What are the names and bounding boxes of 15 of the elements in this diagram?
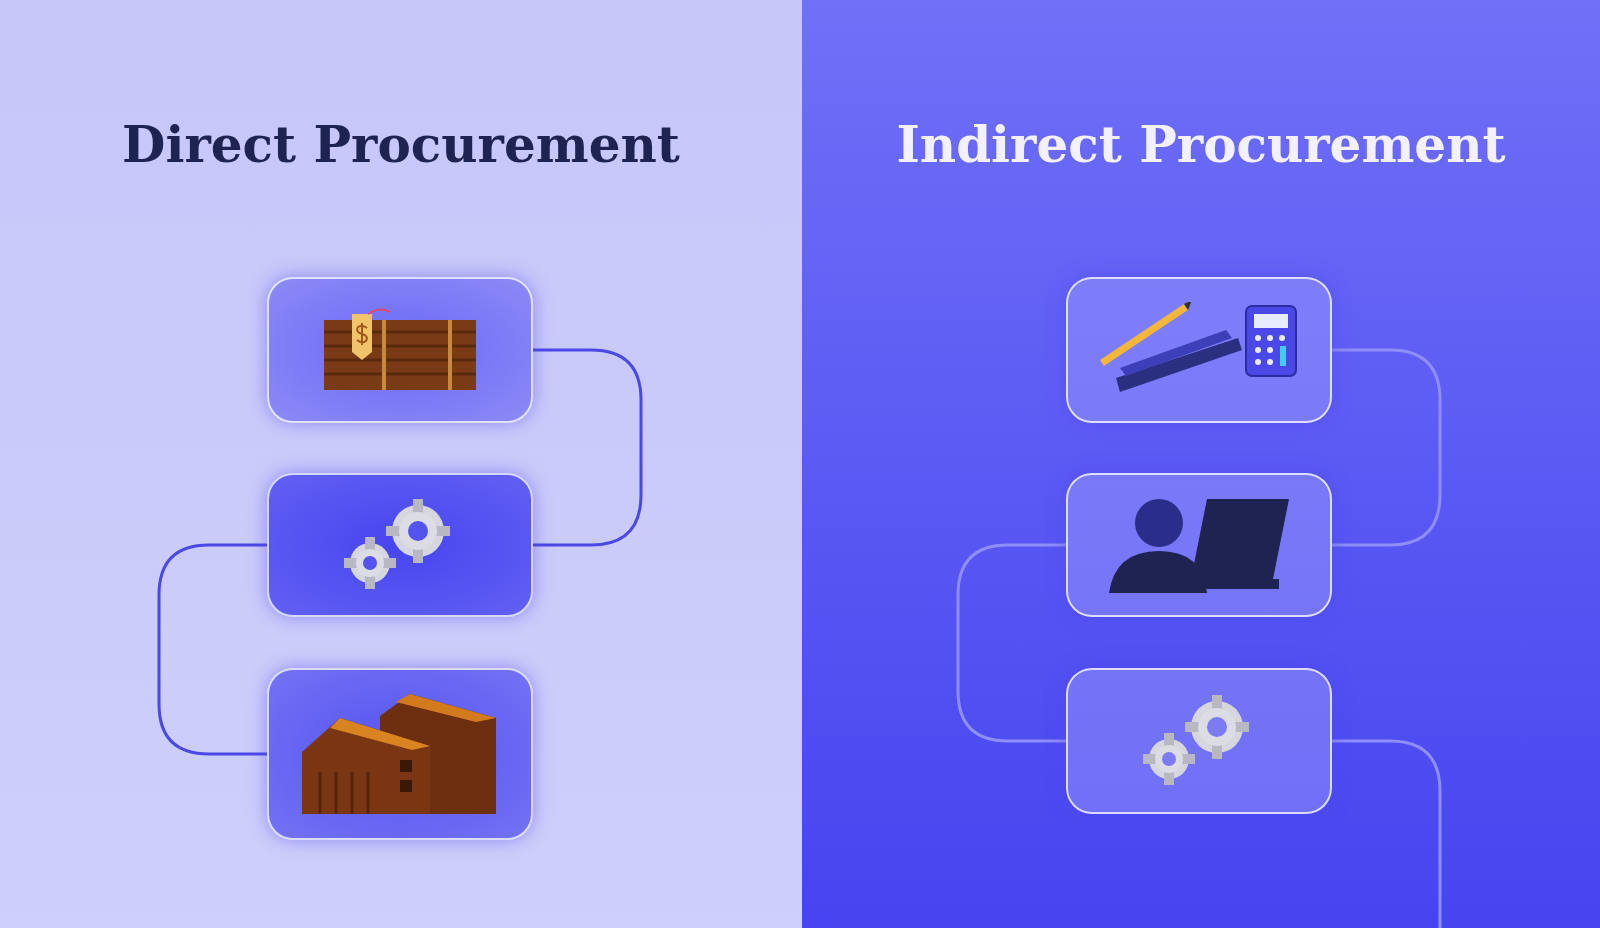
picture-card bbox=[1066, 473, 1332, 617]
connector-line bbox=[1332, 739, 1442, 928]
picture-card bbox=[267, 668, 533, 840]
picture-card bbox=[1066, 277, 1332, 423]
panel-title: Indirect Procurement bbox=[895, 115, 1507, 174]
panel-background bbox=[0, 0, 802, 928]
connector-line bbox=[533, 348, 643, 547]
panel-background bbox=[802, 0, 1600, 928]
picture-card bbox=[1066, 668, 1332, 814]
connector-line bbox=[157, 543, 267, 756]
picture-card bbox=[267, 277, 533, 423]
picture-card bbox=[267, 473, 533, 617]
connector-line bbox=[1332, 348, 1442, 547]
panel-title: Direct Procurement bbox=[121, 115, 681, 174]
connector-line bbox=[956, 543, 1066, 743]
